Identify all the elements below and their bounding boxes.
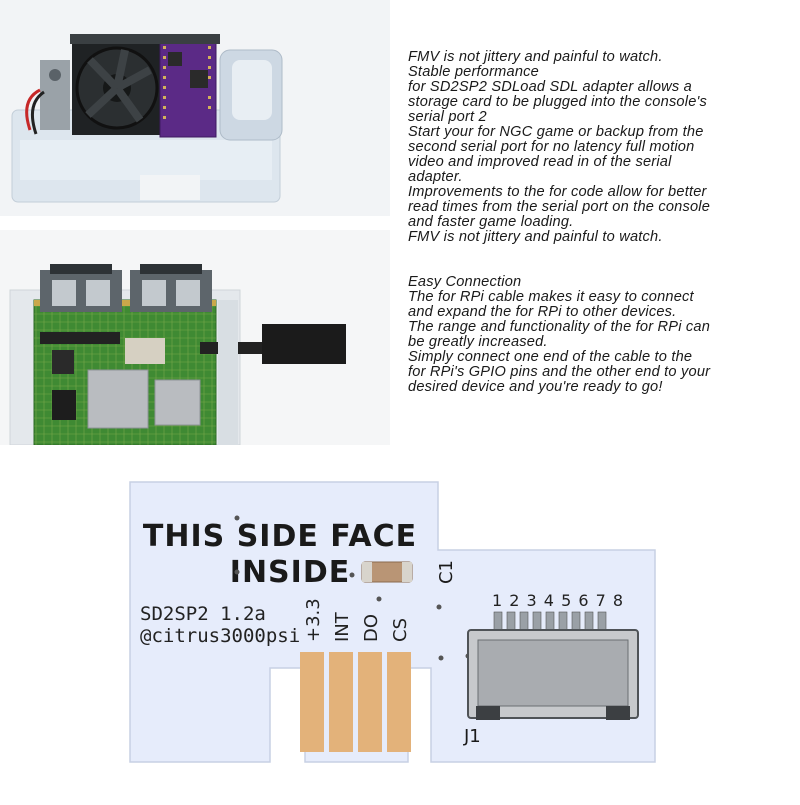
mainboard-illustration: [0, 230, 390, 445]
sd-card-slot: [477, 639, 629, 707]
connection-line: for RPi's GPIO pins and the other end to…: [408, 364, 711, 380]
connection-line: and expand the for RPi to other devices.: [408, 304, 677, 320]
connection-line: The range and functionality of the for R…: [408, 319, 711, 335]
features-line: Stable performance: [408, 64, 539, 80]
pin-label-do: DO: [361, 614, 382, 642]
face-label-line2: INSIDE: [230, 555, 350, 590]
features-line: and faster game loading.: [408, 214, 574, 230]
features-text: FMV is not jittery and painful to watch.…: [408, 50, 788, 245]
features-line: video and improved read in of the serial: [408, 154, 672, 170]
features-line: serial port 2: [408, 109, 487, 125]
capacitor-label: C1: [436, 560, 457, 584]
model-label: SD2SP2 1.2a: [140, 603, 266, 625]
via: [438, 655, 444, 661]
connection-line: The for RPi cable makes it easy to conne…: [408, 289, 694, 305]
connection-line: Simply connect one end of the cable to t…: [408, 349, 693, 365]
features-line: FMV is not jittery and painful to watch.: [408, 49, 663, 65]
connection-line: be greatly increased.: [408, 334, 548, 350]
via: [376, 596, 382, 602]
edge-pad: [387, 652, 411, 752]
via: [436, 604, 442, 610]
features-line: read times from the serial port on the c…: [408, 199, 711, 215]
features-line: Improvements to the for code allow for b…: [408, 184, 707, 200]
connector-tab: [476, 706, 500, 720]
features-line: adapter.: [408, 169, 463, 185]
edge-pad: [300, 652, 324, 752]
capacitor-end: [402, 562, 412, 582]
via: [349, 572, 355, 578]
connector-tab: [606, 706, 630, 720]
connection-heading: Easy Connection: [408, 274, 522, 290]
features-line: Start your for NGC game or backup from t…: [408, 124, 704, 140]
console-photo: [0, 0, 390, 216]
pin-label-cs: CS: [390, 618, 411, 642]
edge-pad: [329, 652, 353, 752]
console-illustration: [0, 0, 390, 216]
connection-line: desired device and you're ready to go!: [408, 379, 663, 395]
features-line: second serial port for no latency full m…: [408, 139, 695, 155]
features-line: storage card to be plugged into the cons…: [408, 94, 707, 110]
connector-label: J1: [463, 726, 481, 747]
pin-numbers: 1 2 3 4 5 6 7 8: [492, 591, 624, 610]
sd2sp2-board: THIS SIDE FACE INSIDE C1 SD2SP2 1.2a @ci…: [129, 481, 656, 763]
features-line: FMV is not jittery and painful to watch.: [408, 229, 663, 245]
mainboard-photo: [0, 230, 390, 445]
pin-label-3v3: +3.3: [303, 598, 324, 642]
connection-text: Easy Connection The for RPi cable makes …: [408, 275, 788, 395]
pin-label-int: INT: [332, 611, 353, 642]
capacitor-end: [362, 562, 372, 582]
via: [234, 569, 240, 575]
edge-pad: [358, 652, 382, 752]
face-label-line1: THIS SIDE FACE: [143, 519, 417, 554]
sd2sp2-board-photo: THIS SIDE FACE INSIDE C1 SD2SP2 1.2a @ci…: [0, 460, 800, 800]
features-line: for SD2SP2 SDLoad SDL adapter allows a: [408, 79, 692, 95]
via: [234, 515, 240, 521]
author-label: @citrus3000psi: [140, 625, 300, 647]
